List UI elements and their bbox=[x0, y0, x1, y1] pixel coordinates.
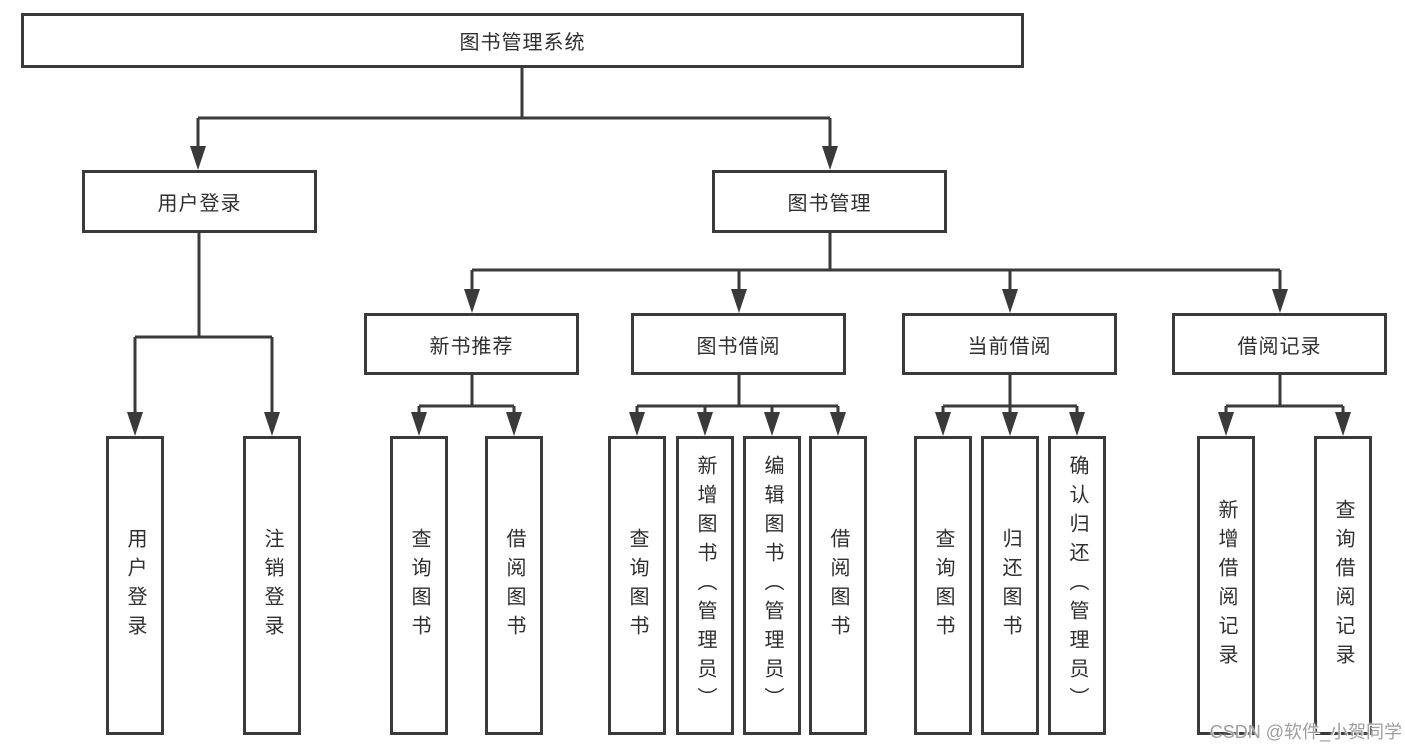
leaf-borrow-books-recommend-label: 借阅图书 bbox=[503, 527, 525, 644]
leaf-query-books-borrowing-label: 查询图书 bbox=[626, 527, 648, 644]
leaf-query-borrow-record: 查询借阅记录 bbox=[1314, 436, 1372, 735]
leaf-edit-books-admin: 编辑图书（管理员） bbox=[743, 436, 801, 735]
leaf-query-books-current-label: 查询图书 bbox=[932, 527, 954, 644]
node-user-login: 用户登录 bbox=[82, 170, 317, 233]
leaf-logout-label: 注销登录 bbox=[261, 527, 283, 644]
leaf-query-borrow-record-label: 查询借阅记录 bbox=[1332, 498, 1354, 673]
leaf-return-books-label: 归还图书 bbox=[999, 527, 1021, 644]
node-new-book-recommendation: 新书推荐 bbox=[364, 313, 579, 375]
node-current-borrowing: 当前借阅 bbox=[902, 313, 1117, 375]
leaf-add-borrow-record-label: 新增借阅记录 bbox=[1215, 498, 1237, 673]
node-borrowing-records: 借阅记录 bbox=[1172, 313, 1387, 375]
leaf-confirm-return-admin: 确认归还（管理员） bbox=[1048, 436, 1106, 735]
leaf-return-books: 归还图书 bbox=[981, 436, 1039, 735]
leaf-query-books-borrowing: 查询图书 bbox=[608, 436, 666, 735]
leaf-logout: 注销登录 bbox=[243, 436, 301, 735]
leaf-query-books-recommend-label: 查询图书 bbox=[408, 527, 430, 644]
leaf-confirm-return-admin-label: 确认归还（管理员） bbox=[1066, 455, 1088, 716]
leaf-user-login: 用户登录 bbox=[106, 436, 164, 735]
leaf-query-books-recommend: 查询图书 bbox=[390, 436, 448, 735]
node-book-borrowing: 图书借阅 bbox=[631, 313, 846, 375]
leaf-query-books-current: 查询图书 bbox=[914, 436, 972, 735]
leaf-add-books-admin: 新增图书（管理员） bbox=[676, 436, 734, 735]
watermark: CSDN @软件_小贺同学 bbox=[1209, 722, 1402, 742]
leaf-user-login-label: 用户登录 bbox=[124, 527, 146, 644]
node-book-management: 图书管理 bbox=[712, 170, 947, 233]
node-library-management-system: 图书管理系统 bbox=[21, 13, 1024, 68]
leaf-add-borrow-record: 新增借阅记录 bbox=[1197, 436, 1255, 735]
leaf-borrow-books-borrowing: 借阅图书 bbox=[809, 436, 867, 735]
leaf-edit-books-admin-label: 编辑图书（管理员） bbox=[761, 455, 783, 716]
leaf-add-books-admin-label: 新增图书（管理员） bbox=[694, 455, 716, 716]
arrowheads bbox=[127, 146, 1351, 436]
leaf-borrow-books-borrowing-label: 借阅图书 bbox=[827, 527, 849, 644]
leaf-borrow-books-recommend: 借阅图书 bbox=[485, 436, 543, 735]
